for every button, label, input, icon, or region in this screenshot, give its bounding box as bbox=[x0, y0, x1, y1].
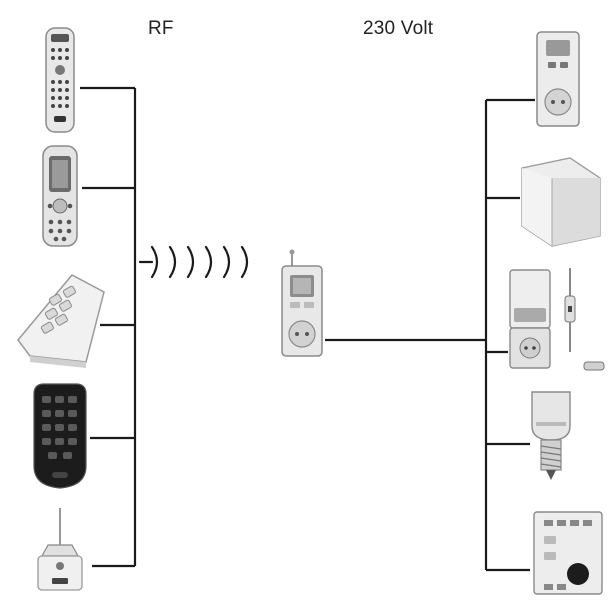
lamp-socket-adapter-icon bbox=[532, 392, 570, 480]
tv-remote-icon bbox=[46, 28, 74, 132]
ceiling-sensor-icon bbox=[38, 508, 82, 590]
plug-in-controller-icon bbox=[282, 250, 322, 357]
rf-waves-icon bbox=[140, 247, 247, 277]
keyfob-remote-icon bbox=[34, 384, 86, 488]
plug-in-dimmer-icon bbox=[510, 268, 604, 370]
wall-switch-icon bbox=[18, 275, 104, 368]
flush-mount-receiver-icon bbox=[522, 158, 600, 246]
din-rail-receiver-icon bbox=[534, 512, 602, 594]
plug-in-switch-icon bbox=[537, 32, 579, 126]
lcd-remote-icon bbox=[43, 146, 77, 246]
